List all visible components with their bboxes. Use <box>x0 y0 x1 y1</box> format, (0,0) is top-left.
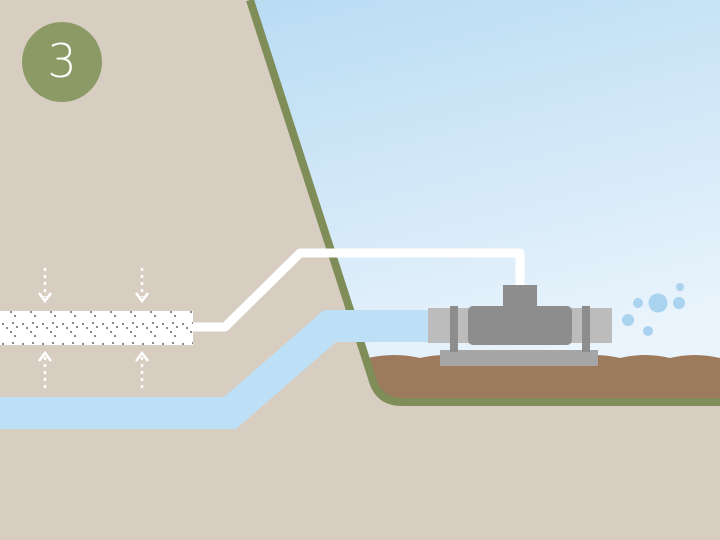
step-number-badge: 3 <box>22 22 102 102</box>
sky-area <box>250 0 720 400</box>
step-number: 3 <box>47 34 77 88</box>
horizontal-drain-filter <box>0 311 193 345</box>
dotted-arrow-icon <box>135 268 149 304</box>
water-discharge-pipe <box>0 310 440 429</box>
air-hose <box>190 248 525 332</box>
dotted-arrow-icon <box>135 350 149 388</box>
dotted-arrow-icon <box>38 268 52 304</box>
embankment-edge <box>246 0 720 406</box>
dotted-arrow-icon <box>38 350 52 388</box>
air-bubbles-icon <box>622 283 685 336</box>
pump-icon <box>428 285 612 366</box>
mud-layer <box>368 355 720 400</box>
